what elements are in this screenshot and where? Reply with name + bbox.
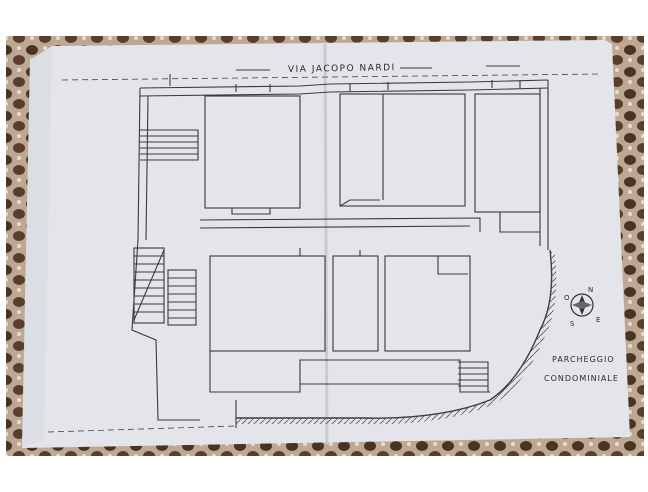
parking-label-line2: CONDOMINIALE: [544, 374, 619, 383]
street-label: VIA JACOPO NARDI: [288, 63, 396, 75]
compass-icon: [570, 293, 594, 317]
floor-plan-drawing: [131, 65, 553, 428]
compass-letter-s: S: [570, 320, 575, 328]
compass-letter-e: E: [596, 316, 600, 324]
parking-label-line1: PARCHEGGIO: [552, 355, 615, 364]
compass-letter-n: N: [588, 286, 593, 294]
compass-letter-o: O: [564, 294, 570, 302]
